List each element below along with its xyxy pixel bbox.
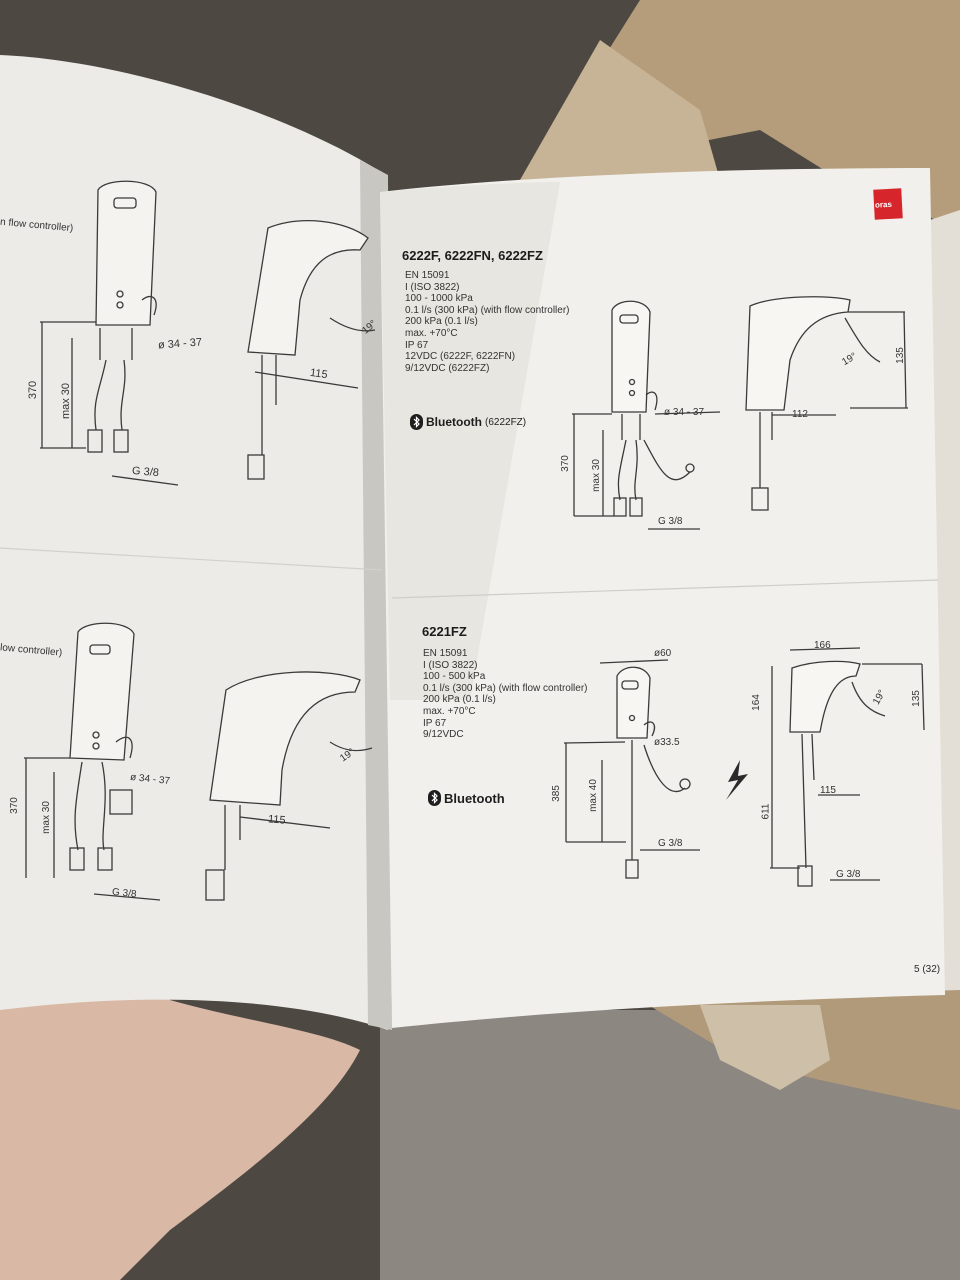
spec-line: I (ISO 3822) — [405, 281, 460, 293]
left-bottom-reach: 115 — [267, 813, 287, 827]
left-page — [0, 55, 388, 1030]
section-2-specs: EN 15091 I (ISO 3822) 100 - 500 kPa 0.1 … — [423, 648, 588, 741]
spec-line: 12VDC (6222F, 6222FN) — [405, 351, 516, 363]
spec-line: max. +70°C — [405, 327, 458, 339]
bluetooth-icon — [428, 790, 441, 806]
dim-spout-height: 135 — [910, 690, 922, 707]
spec-line: 0.1 l/s (300 kPa) (with flow controller) — [423, 682, 588, 694]
dim-h164: 164 — [750, 694, 762, 711]
electric-symbol — [726, 760, 748, 800]
dim-height: 385 — [550, 785, 562, 802]
dim-thread: G 3/8 — [658, 516, 683, 527]
bluetooth-label: Bluetooth — [444, 790, 505, 806]
left-top-thread: G 3/8 — [131, 464, 160, 480]
section-2-title: 6221FZ — [422, 624, 467, 639]
dim-thread: G 3/8 — [658, 838, 683, 849]
bluetooth-logo: Bluetooth — [428, 790, 505, 806]
dim-reach: 112 — [792, 409, 808, 420]
dim-total: 611 — [760, 803, 772, 820]
spec-line: IP 67 — [423, 717, 447, 729]
spec-line: EN 15091 — [405, 270, 450, 281]
spec-line: 200 kPa (0.1 l/s) — [405, 316, 478, 328]
dim-d33-5: ø33.5 — [654, 737, 680, 748]
dim-diameter: ø 34 - 37 — [664, 407, 705, 418]
section-1-title: 6222F, 6222FN, 6222FZ — [402, 248, 543, 263]
bluetooth-label: Bluetooth — [426, 415, 482, 429]
left-top-reach: 115 — [309, 366, 329, 382]
spec-line: EN 15091 — [423, 648, 468, 659]
left-bottom-max: max 30 — [40, 801, 52, 834]
spec-line: 100 - 1000 kPa — [405, 293, 473, 305]
left-bottom-height: 370 — [8, 797, 20, 814]
page-number: 5 (32) — [914, 964, 941, 975]
oras-logo: oras — [873, 188, 903, 220]
dim-width: 166 — [814, 640, 831, 651]
left-top-max: max 30 — [60, 382, 73, 420]
dim-max: max 40 — [587, 779, 599, 812]
dim-height: 370 — [559, 455, 571, 472]
spec-line: I (ISO 3822) — [423, 659, 478, 671]
spec-line: IP 67 — [405, 339, 429, 351]
dim-d60: ø60 — [654, 648, 672, 659]
dim-reach: 115 — [820, 785, 836, 796]
spec-line: 200 kPa (0.1 l/s) — [423, 694, 496, 706]
dim-spout-height: 135 — [894, 347, 906, 364]
oras-logo-text: oras — [874, 199, 893, 210]
left-top-height: 370 — [27, 380, 40, 400]
spec-line: 0.1 l/s (300 kPa) (with flow controller) — [405, 304, 570, 316]
section-1-specs: EN 15091 I (ISO 3822) 100 - 1000 kPa 0.1… — [405, 270, 570, 374]
hand — [0, 918, 360, 1280]
spec-line: 100 - 500 kPa — [423, 671, 486, 683]
bluetooth-note: (6222FZ) — [485, 416, 527, 428]
spec-line: max. +70°C — [423, 705, 476, 717]
dim-thread-2: G 3/8 — [836, 869, 861, 880]
spec-line: 9/12VDC (6222FZ) — [405, 362, 490, 374]
spec-line: 9/12VDC — [423, 729, 464, 741]
bluetooth-icon — [410, 414, 423, 430]
dim-max: max 30 — [590, 459, 602, 492]
bluetooth-logo: Bluetooth (6222FZ) — [410, 414, 526, 430]
